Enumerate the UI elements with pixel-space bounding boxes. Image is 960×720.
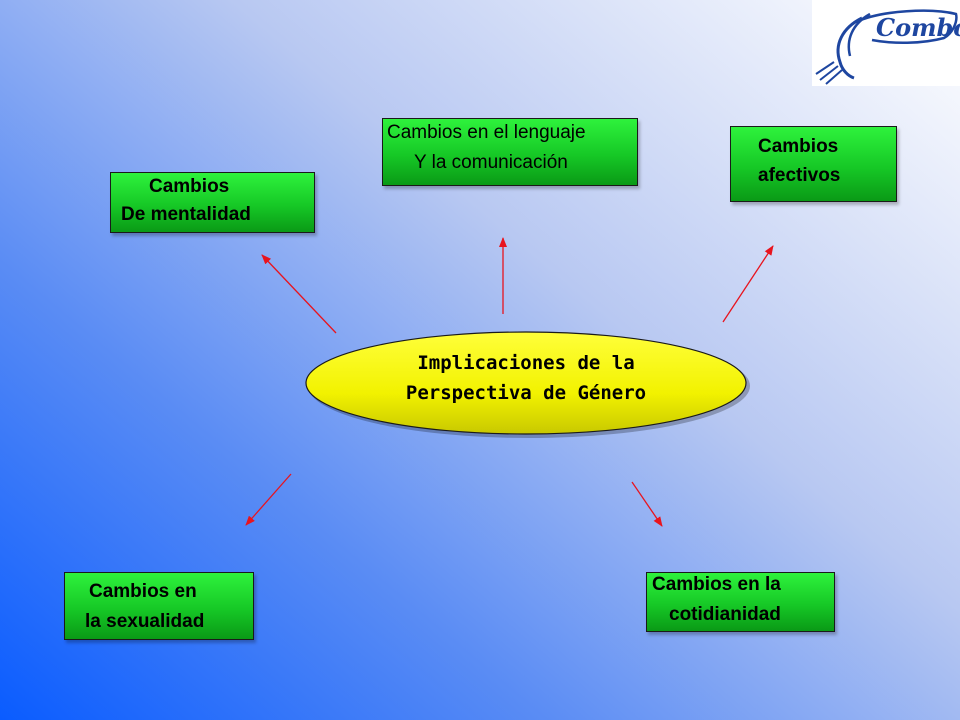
box-lenguaje-line2: Y la comunicación — [414, 152, 568, 173]
box-sexualidad-line2: la sexualidad — [85, 611, 205, 632]
center-title-line1: Implicaciones de la — [417, 352, 635, 374]
combos-logo: Combos — [812, 0, 960, 86]
center-title-line2: Perspectiva de Género — [405, 382, 647, 404]
arrow-to-mentalidad — [261, 254, 337, 334]
box-afectivos-line1: Cambios — [758, 136, 839, 157]
box-mentalidad-line1: Cambios — [149, 176, 230, 197]
box-lenguaje-line1: Cambios en el lenguaje — [387, 122, 586, 143]
logo-text: Combos — [876, 13, 960, 42]
box-afectivos: Cambios afectivos — [730, 126, 897, 202]
box-afectivos-line2: afectivos — [758, 165, 841, 186]
box-cotidianidad-line2: cotidianidad — [669, 604, 781, 625]
box-mentalidad: Cambios De mentalidad — [110, 172, 315, 233]
box-cotidianidad: Cambios en la cotidianidad — [646, 572, 835, 632]
box-cotidianidad-line1: Cambios en la — [652, 574, 781, 595]
box-mentalidad-line2: De mentalidad — [121, 204, 251, 225]
arrow-to-cotidianidad — [631, 481, 663, 527]
box-lenguaje: Cambios en el lenguaje Y la comunicación — [382, 118, 638, 186]
arrow-to-sexualidad — [245, 473, 292, 526]
box-sexualidad: Cambios en la sexualidad — [64, 572, 254, 640]
arrow-to-afectivos — [722, 245, 774, 323]
box-sexualidad-line1: Cambios en — [89, 581, 197, 602]
logo-swoosh-icon: Combos — [815, 9, 960, 85]
